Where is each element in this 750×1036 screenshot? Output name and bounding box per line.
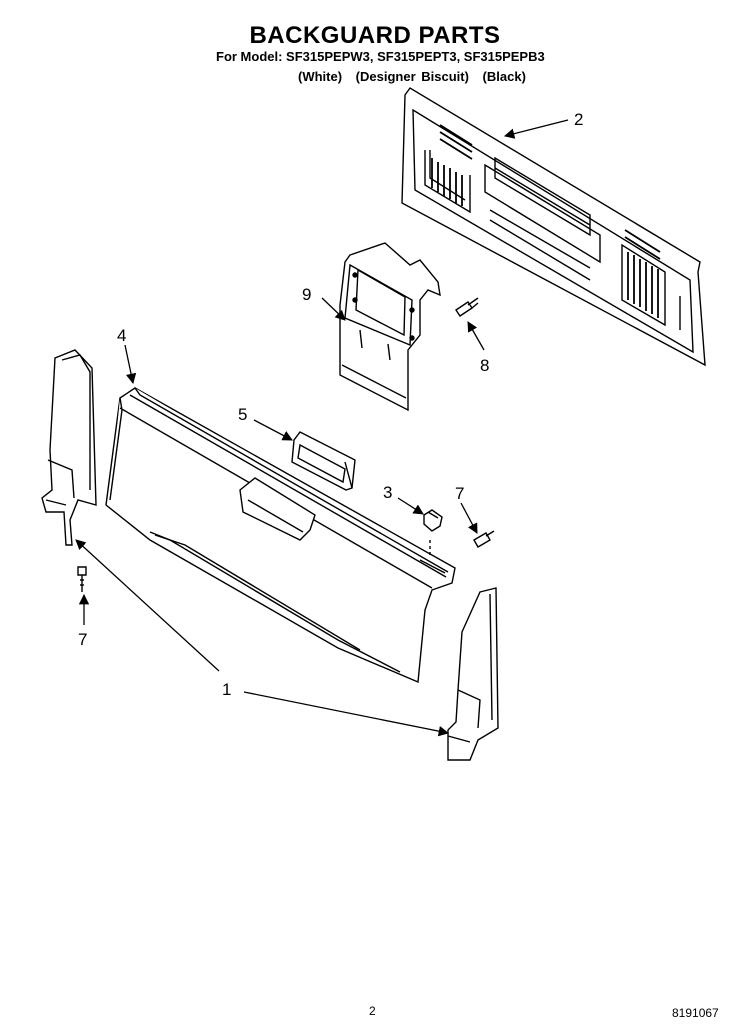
part-1-end-cap-left bbox=[41, 349, 97, 546]
color-white: (White) bbox=[298, 69, 343, 84]
part-2-rear-panel bbox=[401, 87, 706, 367]
callout-2: 2 bbox=[574, 110, 583, 129]
color-black: (Black) bbox=[482, 69, 526, 84]
callout-1: 1 bbox=[222, 680, 231, 699]
part-3-clip bbox=[423, 509, 443, 556]
callout-5: 5 bbox=[238, 405, 247, 424]
part-1-end-cap-right bbox=[447, 587, 499, 761]
color-designer-biscuit: (Designer Biscuit) bbox=[355, 69, 469, 84]
part-4-console-panel bbox=[105, 387, 456, 684]
part-9-bracket bbox=[339, 242, 441, 412]
callout-9: 9 bbox=[302, 285, 311, 304]
part-7-screw-left bbox=[77, 566, 87, 592]
leader-lines bbox=[75, 119, 569, 737]
callout-3: 3 bbox=[383, 483, 392, 502]
callout-7-right: 7 bbox=[455, 484, 464, 503]
callout-7-left: 7 bbox=[78, 630, 87, 649]
page-title: BACKGUARD PARTS bbox=[249, 22, 501, 49]
color-variants: (White) (Designer Biscuit) (Black) bbox=[298, 69, 534, 84]
callout-8: 8 bbox=[480, 356, 489, 375]
page-number: 2 bbox=[369, 1004, 376, 1018]
part-7-screw-right bbox=[473, 530, 495, 548]
part-8-screw bbox=[455, 297, 479, 317]
callout-4: 4 bbox=[117, 326, 126, 345]
part-5-display bbox=[291, 431, 356, 491]
model-line: For Model: SF315PEPW3, SF315PEPT3, SF315… bbox=[216, 49, 545, 64]
document-number: 8191067 bbox=[672, 1006, 719, 1020]
